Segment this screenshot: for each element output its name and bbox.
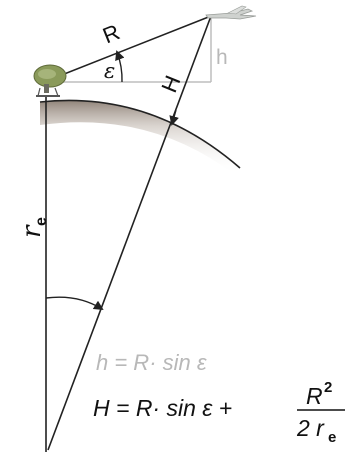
earth-surface-curve — [39, 99, 241, 169]
earth-surface-shade — [40, 100, 240, 175]
aircraft-icon — [205, 5, 257, 20]
slant-range-line — [43, 15, 212, 83]
formula-H: H = R· sin ε + — [93, 395, 232, 421]
label-earth-radius: r e — [17, 217, 50, 238]
label-epsilon: ε — [104, 59, 115, 83]
svg-text:2 r: 2 r — [296, 415, 325, 441]
svg-text:r: r — [17, 224, 47, 238]
height-h-arrow — [169, 109, 179, 126]
center-angle-arc — [45, 296, 104, 311]
formula-h: h = R· sin ε — [96, 350, 207, 375]
radar-antenna-icon — [33, 64, 67, 97]
label-H: H — [156, 72, 185, 96]
svg-text:2: 2 — [324, 379, 332, 396]
label-h: h — [216, 46, 228, 69]
svg-text:e: e — [33, 217, 50, 226]
target-to-center-line — [47, 15, 212, 451]
elevation-angle-arc — [115, 50, 125, 83]
svg-text:e: e — [328, 429, 336, 446]
label-R: R — [99, 19, 123, 48]
formula-fraction: R 2 2 r e — [296, 379, 345, 446]
svg-text:R: R — [306, 383, 323, 409]
